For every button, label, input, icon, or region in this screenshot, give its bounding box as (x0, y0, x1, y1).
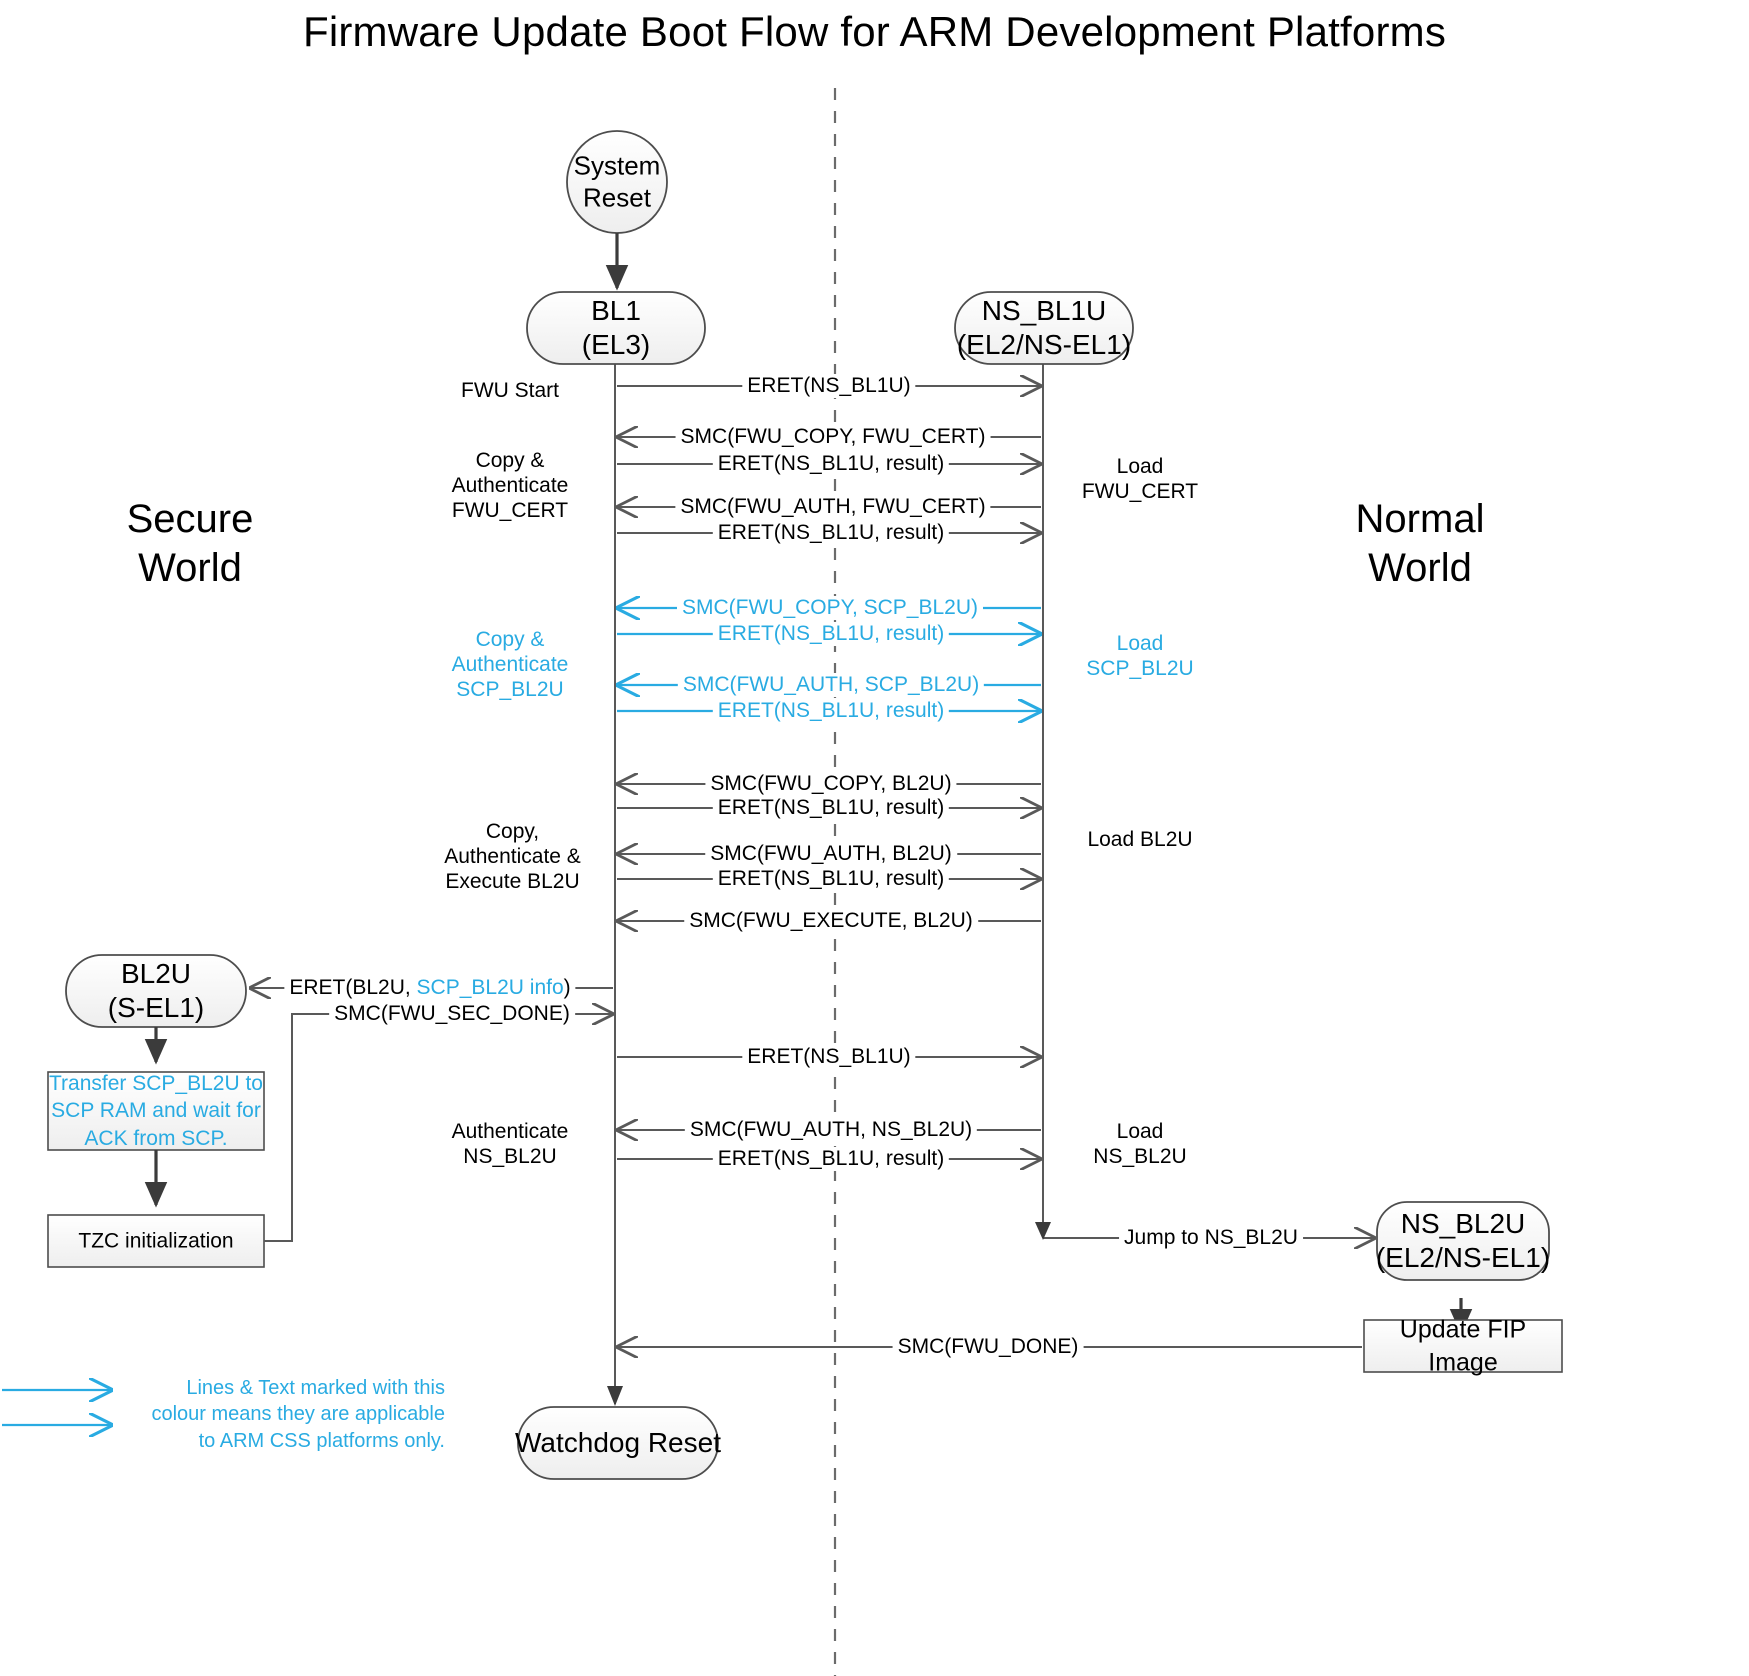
node-ns-bl1u-label: NS_BL1U (EL2/NS-EL1) (957, 294, 1131, 362)
msglabel-m6: SMC(FWU_COPY, SCP_BL2U) (676, 596, 984, 620)
annotation-authenticate-ns-bl2u-line1: Authenticate (451, 1120, 569, 1143)
node-system-reset-line2: Reset (583, 182, 651, 212)
msglabel-m14: SMC(FWU_EXECUTE, BL2U) (684, 909, 978, 933)
msglabel-m4: SMC(FWU_AUTH, FWU_CERT) (675, 495, 991, 519)
normal-world-line2: World (1368, 545, 1472, 590)
secure-world-line2: World (138, 545, 242, 590)
transfer-note-line2: SCP RAM and wait for (51, 1099, 261, 1123)
annotation-fwu-start-line1: FWU Start (461, 379, 559, 402)
annotation-copy-auth-exec-bl2u-line1: Copy, (485, 820, 540, 843)
msglabel-m11: ERET(NS_BL1U, result) (712, 796, 950, 820)
node-bl2u-label: BL2U (S-EL1) (108, 957, 204, 1025)
msglabel-m8: SMC(FWU_AUTH, SCP_BL2U) (677, 673, 985, 697)
annotation-copy-auth-fwu-cert: Copy & Authenticate FWU_CERT (425, 449, 595, 523)
node-bl1-line2: (EL3) (581, 329, 651, 360)
node-transfer-note (47, 1071, 265, 1151)
arrowhead-lifeline-ns-bl1u-end (1035, 1222, 1051, 1240)
page-title: Firmware Update Boot Flow for ARM Develo… (302, 8, 1447, 55)
node-bl2u-line2: (S-EL1) (107, 992, 205, 1023)
normal-world-line1: Normal (1355, 497, 1485, 541)
node-watchdog-reset-label: Watchdog Reset (515, 1426, 721, 1460)
msglabel-m15-part3: ) (563, 976, 571, 999)
node-update-fip (1363, 1319, 1563, 1373)
msglabel-m5: ERET(NS_BL1U, result) (712, 521, 950, 545)
msglabel-m13: ERET(NS_BL1U, result) (712, 867, 950, 891)
node-ns-bl2u-line1: NS_BL2U (1400, 1207, 1526, 1239)
msglabel-m19: ERET(NS_BL1U, result) (712, 1147, 950, 1171)
node-watchdog-reset (517, 1406, 719, 1480)
annotation-copy-auth-exec-bl2u-line2: Authenticate & (444, 844, 581, 868)
annotation-load-ns-bl2u-line1: Load (1116, 1120, 1164, 1143)
msglabel-m12: SMC(FWU_AUTH, BL2U) (705, 842, 957, 866)
annotation-authenticate-ns-bl2u: Authenticate NS_BL2U (425, 1120, 595, 1170)
node-ns-bl2u (1376, 1201, 1550, 1281)
msglabel-m15-part2: SCP_BL2U info (416, 976, 564, 999)
legend-line1: Lines & Text marked with this (186, 1377, 445, 1399)
annotation-load-ns-bl2u-line2: NS_BL2U (1093, 1144, 1187, 1168)
msglabel-m3: ERET(NS_BL1U, result) (712, 452, 950, 476)
arrowhead-lifeline-bl1-end (607, 1386, 623, 1406)
msglabel-m16: SMC(FWU_SEC_DONE) (329, 1002, 575, 1026)
node-ns-bl2u-line2: (EL2/NS-EL1) (1375, 1242, 1551, 1273)
annotation-copy-auth-exec-bl2u: Copy, Authenticate & Execute BL2U (420, 820, 605, 894)
node-bl1-line1: BL1 (591, 294, 641, 326)
node-ns-bl1u (954, 291, 1134, 365)
annotation-copy-auth-scp-bl2u: Copy & Authenticate SCP_BL2U (425, 628, 595, 702)
node-ns-bl2u-label: NS_BL2U (EL2/NS-EL1) (1376, 1207, 1550, 1275)
annotation-copy-auth-exec-bl2u-line3: Execute BL2U (445, 869, 580, 893)
msglabel-m18: SMC(FWU_AUTH, NS_BL2U) (684, 1118, 978, 1142)
msglabel-m2: SMC(FWU_COPY, FWU_CERT) (675, 425, 991, 449)
msglabel-m10: SMC(FWU_COPY, BL2U) (705, 772, 957, 796)
msglabel-m17: ERET(NS_BL1U) (742, 1045, 916, 1069)
annotation-load-fwu-cert: Load FWU_CERT (1060, 455, 1220, 505)
node-update-fip-label: Update FIP Image (1364, 1314, 1562, 1379)
secure-world-label: Secure World (60, 495, 320, 593)
msglabel-m20: Jump to NS_BL2U (1119, 1226, 1303, 1250)
annotation-authenticate-ns-bl2u-line2: NS_BL2U (463, 1144, 557, 1168)
node-tzc-init-label: TZC initialization (48, 1227, 264, 1254)
node-bl1-label: BL1 (EL3) (582, 294, 650, 362)
annotation-copy-auth-scp-bl2u-line1: Copy & (475, 628, 545, 651)
normal-world-label: Normal World (1290, 495, 1550, 593)
legend-text: Lines & Text marked with this colour mea… (150, 1375, 445, 1454)
tzc-init-line1: TZC initialization (78, 1229, 234, 1253)
node-watchdog-reset-line1: Watchdog Reset (515, 1426, 721, 1458)
annotation-load-scp-bl2u-line1: Load (1116, 632, 1164, 655)
legend-line3: to ARM CSS platforms only. (198, 1429, 445, 1452)
node-bl1 (526, 291, 706, 365)
annotation-load-bl2u-line1: Load BL2U (1087, 828, 1193, 851)
msglabel-m15: ERET(BL2U, SCP_BL2U info) (284, 976, 576, 1000)
msglabel-m1: ERET(NS_BL1U) (742, 374, 916, 398)
annotation-copy-auth-fwu-cert-line3: FWU_CERT (451, 498, 569, 522)
annotation-copy-auth-fwu-cert-line2: Authenticate (451, 473, 569, 497)
update-fip-line1: Update FIP Image (1399, 1315, 1527, 1377)
transfer-note-line3: ACK from SCP. (84, 1126, 228, 1150)
annotation-fwu-start: FWU Start (425, 379, 595, 404)
annotation-copy-auth-scp-bl2u-line3: SCP_BL2U (456, 677, 564, 701)
annotation-copy-auth-fwu-cert-line1: Copy & (475, 449, 545, 472)
transfer-note-line1: Transfer SCP_BL2U to (49, 1072, 263, 1096)
legend-line2: colour means they are applicable (151, 1403, 445, 1426)
msglabel-m15-part1: ERET(BL2U, (289, 976, 417, 999)
node-ns-bl1u-line1: NS_BL1U (981, 294, 1107, 326)
node-bl2u-line1: BL2U (120, 957, 192, 989)
annotation-load-scp-bl2u: Load SCP_BL2U (1060, 632, 1220, 682)
annotation-copy-auth-scp-bl2u-line2: Authenticate (451, 652, 569, 676)
node-system-reset-label: System Reset (574, 150, 661, 213)
msglabel-m9: ERET(NS_BL1U, result) (712, 699, 950, 723)
msglabel-m21: SMC(FWU_DONE) (892, 1335, 1084, 1359)
annotation-load-fwu-cert-line1: Load (1116, 455, 1164, 478)
annotation-load-fwu-cert-line2: FWU_CERT (1081, 479, 1199, 503)
secure-world-line1: Secure (126, 497, 254, 541)
annotation-load-bl2u: Load BL2U (1060, 828, 1220, 853)
node-ns-bl1u-line2: (EL2/NS-EL1) (956, 329, 1132, 360)
msglabel-m7: ERET(NS_BL1U, result) (712, 622, 950, 646)
node-system-reset-line1: System (573, 150, 661, 181)
annotation-load-scp-bl2u-line2: SCP_BL2U (1086, 656, 1194, 680)
node-transfer-note-label: Transfer SCP_BL2U to SCP RAM and wait fo… (48, 1070, 264, 1152)
annotation-load-ns-bl2u: Load NS_BL2U (1060, 1120, 1220, 1170)
